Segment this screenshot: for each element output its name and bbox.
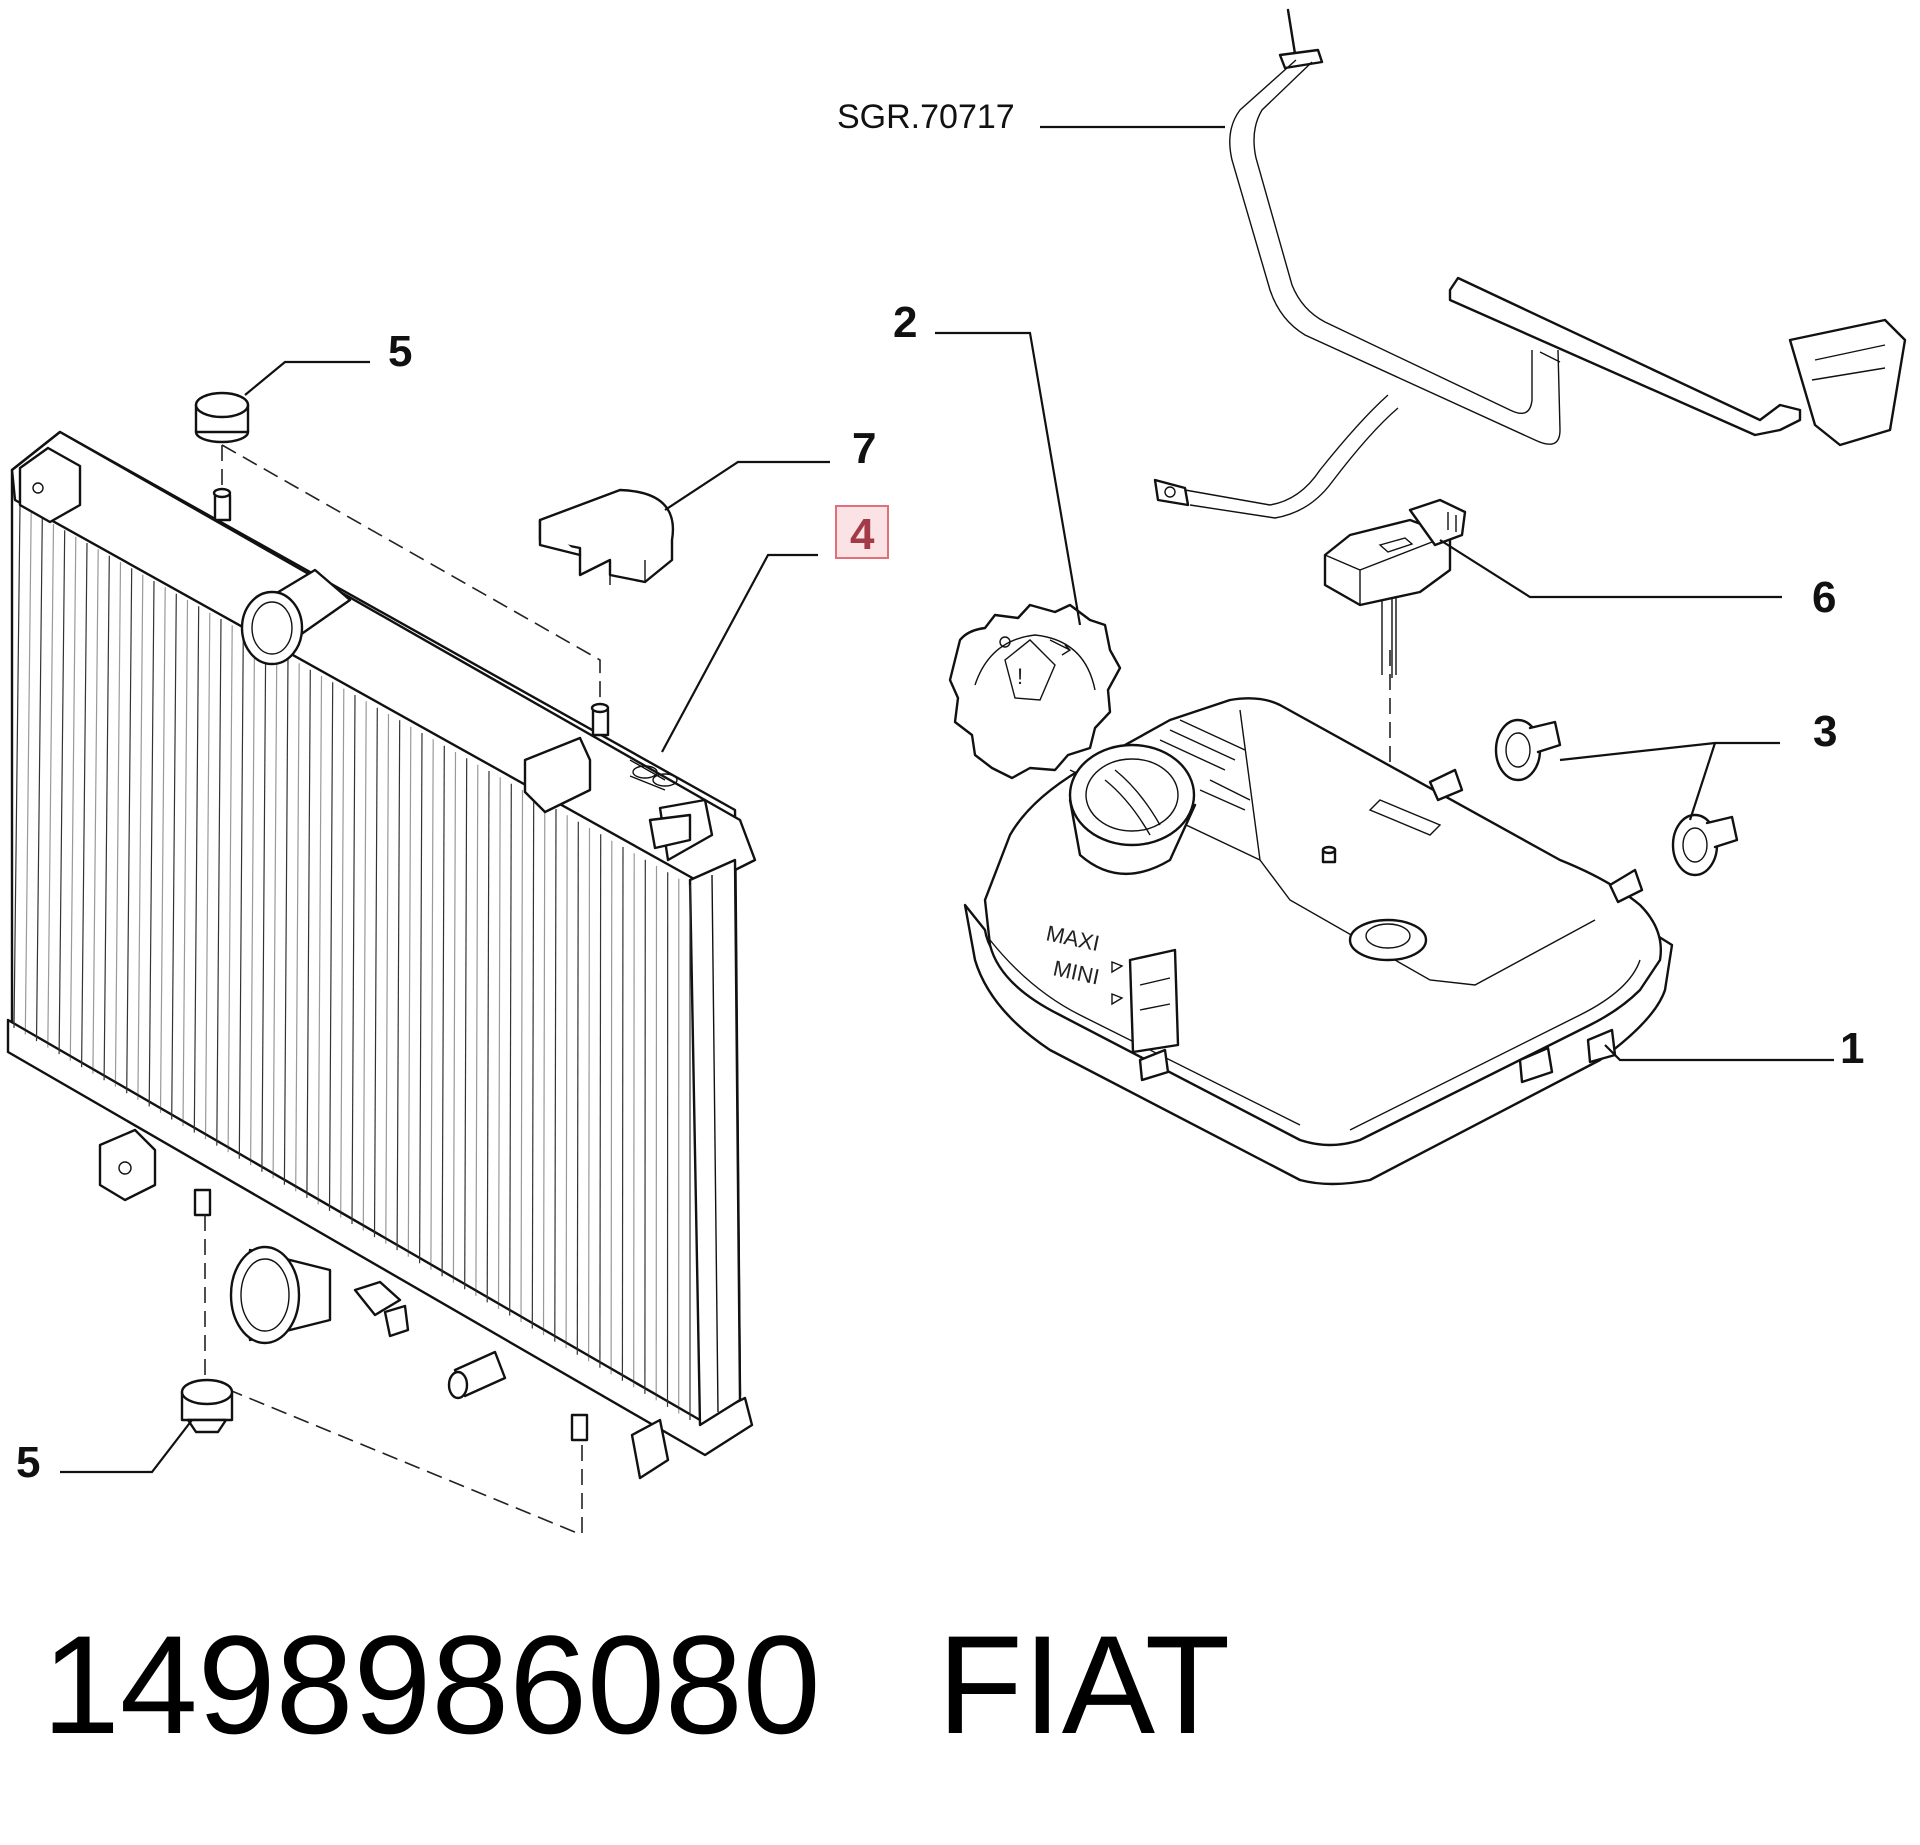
radiator-fin-line xyxy=(610,840,613,1375)
radiator-fin-line xyxy=(452,751,457,1283)
wiring-harness xyxy=(1153,8,1907,519)
callout-4[interactable]: 4 xyxy=(850,510,875,559)
footer-caption: 1498986080 FIAT xyxy=(42,1615,1230,1755)
reference-sgr[interactable]: SGR.70717 xyxy=(837,98,1015,136)
pressure-cap: ! xyxy=(948,603,1122,780)
radiator-fin-line xyxy=(328,682,334,1211)
radiator-fin-line xyxy=(306,669,311,1198)
expansion-tank: MAXI MINI xyxy=(963,697,1674,1186)
radiator-fin-line xyxy=(587,827,591,1362)
rubber-plug-bottom xyxy=(180,1378,234,1434)
brand-name: FIAT xyxy=(937,1606,1231,1763)
radiator-fin-line xyxy=(621,846,624,1381)
radiator-fin-line xyxy=(565,815,568,1349)
radiator-fin-line xyxy=(47,523,55,1048)
filler-neck xyxy=(1068,743,1197,876)
rubber-plug-top xyxy=(194,391,250,444)
radiator-fin-line xyxy=(486,770,490,1303)
radiator-fin-line xyxy=(295,663,300,1192)
radiator-fin-line xyxy=(114,561,122,1087)
callout-4-highlight xyxy=(835,505,889,559)
radiator-fin-line xyxy=(542,802,546,1336)
radiator-fin-line xyxy=(24,511,32,1035)
radiator-fin-line xyxy=(283,656,289,1185)
retaining-clip xyxy=(538,488,675,585)
radiator-fin-line xyxy=(216,618,222,1146)
radiator-fin-line xyxy=(362,701,367,1231)
radiator-fin-line xyxy=(35,517,43,1042)
radiator-inlet-pipe xyxy=(240,568,352,666)
radiator-fin-line xyxy=(340,688,345,1218)
callout-2[interactable]: 2 xyxy=(893,298,917,347)
callout-7[interactable]: 7 xyxy=(852,424,876,473)
radiator-fin-line xyxy=(238,631,244,1159)
radiator-fin-line xyxy=(351,694,356,1225)
radiator-core-fins xyxy=(13,504,691,1420)
radiator-fin-line xyxy=(261,644,267,1172)
radiator-fin-line xyxy=(509,783,512,1316)
level-sensor xyxy=(1323,498,1467,678)
radiator-fin-line xyxy=(137,574,144,1100)
radiator-fin-line xyxy=(633,853,635,1388)
part-number: 1498986080 xyxy=(42,1606,821,1763)
callout-6[interactable]: 6 xyxy=(1812,573,1836,622)
radiator-fin-line xyxy=(599,834,602,1368)
callout-3[interactable]: 3 xyxy=(1813,707,1837,756)
radiator-fin-line xyxy=(554,808,557,1342)
radiator-fin-line xyxy=(475,764,479,1296)
callout-5-top[interactable]: 5 xyxy=(388,327,412,376)
radiator-fin-line xyxy=(103,555,110,1081)
radiator-fin-line xyxy=(407,726,412,1257)
radiator-fin-line xyxy=(272,650,278,1179)
radiator-fin-line xyxy=(576,821,579,1355)
radiator-fin-line xyxy=(159,587,166,1113)
radiator-outlet-pipe xyxy=(229,1245,332,1345)
radiator-fin-line xyxy=(441,745,445,1277)
radiator-fin-line xyxy=(58,530,66,1055)
radiator-fin-line xyxy=(92,549,99,1074)
radiator-fin-line xyxy=(227,625,233,1153)
leader-lines xyxy=(60,125,1834,1474)
radiator-fin-line xyxy=(13,504,21,1029)
callout-5-bottom[interactable]: 5 xyxy=(16,1438,40,1487)
radiator-fin-line xyxy=(193,606,200,1133)
radiator-fin-line xyxy=(204,612,211,1140)
radiator-fin-line xyxy=(396,720,401,1251)
grommet-upper xyxy=(1494,718,1562,782)
radiator-fin-line xyxy=(81,542,88,1068)
radiator-fin-line xyxy=(419,732,423,1264)
radiator-fin-line xyxy=(520,789,524,1323)
radiator-fin-line xyxy=(385,713,390,1244)
radiator-fin-line xyxy=(531,796,535,1329)
radiator-fin-line xyxy=(148,580,155,1107)
radiator-fin-line xyxy=(497,777,501,1309)
svg-text:!: ! xyxy=(1017,664,1023,689)
radiator-fin-line xyxy=(182,599,189,1127)
radiator-fin-line xyxy=(317,675,323,1205)
radiator-fin-line xyxy=(171,593,177,1120)
radiator-fin-line xyxy=(373,707,378,1238)
radiator-fin-line xyxy=(464,758,468,1290)
radiator-fin-line xyxy=(430,739,434,1270)
radiator-fin-line xyxy=(69,536,77,1061)
grommet-lower xyxy=(1671,813,1739,877)
radiator-fin-line xyxy=(126,568,133,1094)
radiator-fin-line xyxy=(250,637,256,1166)
radiator xyxy=(6,430,757,1480)
callout-1[interactable]: 1 xyxy=(1840,1024,1864,1073)
